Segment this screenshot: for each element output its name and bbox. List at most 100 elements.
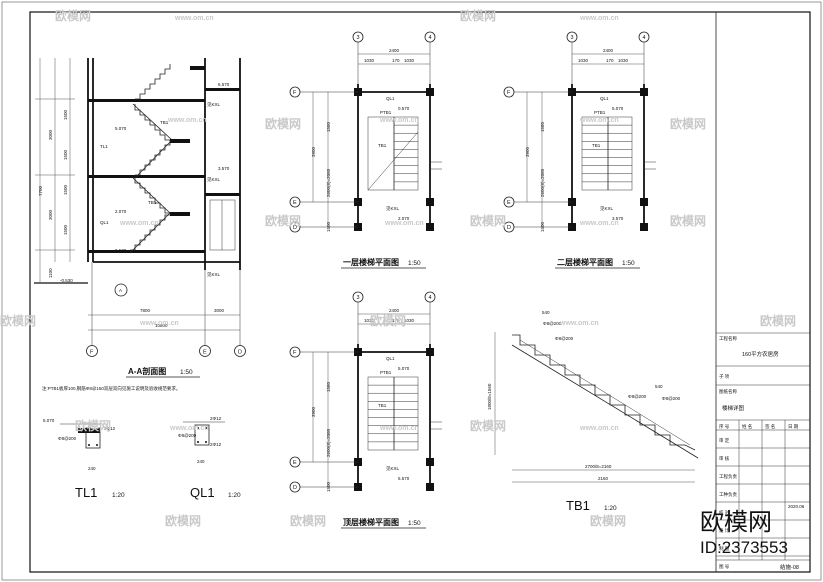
ql1-floor1: QL1 (386, 96, 395, 101)
dim-7800: 7800 (140, 308, 151, 313)
floor1-scale: 1:50 (408, 260, 421, 267)
wm-url-11: www.om.cn (379, 425, 419, 432)
wm-url-6: www.om.cn (384, 220, 424, 227)
tb1-run: 2700/8=2160 (585, 464, 612, 469)
tb-row-6: 制 图 (719, 545, 730, 552)
grid-gF-top: F (293, 350, 297, 356)
dim-1500-c: 1500 (63, 184, 68, 195)
grid-E-section: E (203, 350, 207, 356)
top-title: 顶层楼梯平面图 (343, 517, 399, 527)
tb1-floor2: TB1 (592, 143, 601, 148)
ql1-width: 240 (197, 459, 205, 464)
elev-3570: 3.570 (218, 166, 230, 171)
tb1-detail: 1800/8=1560 2700/8=2160 2160 540 540 Φ8@… (487, 310, 699, 513)
kxl-floor2: 见KXL (600, 206, 614, 212)
dim-2400-top: 2400 (389, 308, 400, 313)
elev-upper-floor1: 0.570 (398, 106, 410, 111)
tl1-title: TL1 (75, 485, 97, 500)
elev-upper-floor2: 5.070 (612, 106, 624, 111)
floor2-scale: 1:50 (622, 260, 635, 267)
dim-1030b-floor1: 1030 (404, 58, 415, 63)
dim-1580-floor2: 1580 (540, 121, 545, 132)
section-view: 7700 3000 3000 1500 1500 1500 1500 1100 … (34, 58, 246, 392)
tb-drawing-label: 图纸名称 (719, 388, 737, 395)
tb-row-1: 审 核 (719, 455, 730, 462)
dim-3900-floor2: 3900 (525, 146, 530, 157)
tl1-elev: 5.070 (43, 418, 55, 423)
grid-g4-floor2: 4 (643, 35, 646, 41)
grid-g4-top: 4 (429, 295, 432, 301)
floor2-title: 二层楼梯平面图 (557, 257, 613, 267)
grid-gD-floor1: D (293, 225, 297, 231)
tb-proj-value: 160平方农居房 (742, 350, 779, 358)
tl1-rebar: Φ8@200 (58, 436, 77, 441)
elev-lower-floor1: 2.070 (398, 216, 410, 221)
tb-col-1: 姓 名 (742, 423, 752, 430)
ql1-title: QL1 (190, 485, 215, 500)
grid-gD-floor2: D (507, 225, 511, 231)
grid-D-section: D (238, 350, 242, 356)
dim-1100: 1100 (48, 268, 53, 278)
wm-brand-0: 欧模网 (55, 8, 91, 23)
floor1-title: 一层楼梯平面图 (343, 257, 399, 267)
tb1-rebar-b: Φ8@200 (555, 336, 574, 341)
watermark-layer: 欧模网欧模网欧模网欧模网欧模网欧模网欧模网欧模网欧模网欧模网欧模网欧模网欧模网欧… (0, 8, 796, 528)
dim-2400-floor2: 2400 (603, 48, 614, 53)
dim-3000-b: 3000 (48, 209, 53, 220)
wm-brand-14: 欧模网 (470, 213, 506, 228)
dim-1580-top: 1580 (326, 381, 331, 392)
section-mark: A (119, 288, 122, 293)
ql1-floor2: QL1 (600, 96, 609, 101)
tl1-label-section: TL1 (100, 144, 108, 149)
ql1-detail: 2Φ12 Φ8@200 2Φ12 240 QL1 1:20 (178, 416, 241, 500)
tb-col-3: 日 期 (788, 424, 799, 430)
ptb1-floor2: PTB1 (594, 110, 606, 115)
dim-3900-floor1: 3900 (311, 146, 316, 157)
wm-url-0: www.om.cn (174, 15, 214, 22)
ql1-rebar: Φ8@200 (178, 433, 197, 438)
dim-1500-floor1: 1500 (326, 221, 331, 232)
dim-170-floor2: 170 (606, 58, 614, 63)
elev-lower-top: 6.570 (398, 476, 410, 481)
title-block: 工程名称 160平方农居房 子 项 图纸名称 楼梯详图 序 号姓 名签 名日 期… (715, 12, 810, 572)
wm-brand-6: 欧模网 (760, 313, 796, 328)
section-scale: 1:50 (180, 369, 193, 376)
elev-5070: 5.070 (115, 126, 127, 131)
tb-sub-label: 子 项 (719, 373, 730, 380)
grid-gE-top: E (293, 460, 297, 466)
ql1-top: QL1 (386, 356, 395, 361)
tb1-floor1: TB1 (378, 143, 387, 148)
tb-row-5: 设 计 (719, 527, 730, 534)
grid-g3-top: 3 (357, 295, 360, 301)
kxl-label-b: 见KXL (207, 177, 221, 183)
wm-url-5: www.om.cn (119, 220, 159, 227)
tl1-width: 240 (88, 466, 96, 471)
dim-2600-top: 2600(8)=2080 (326, 428, 331, 457)
wm-url-3: www.om.cn (379, 117, 419, 124)
wm-url-9: www.om.cn (559, 320, 599, 327)
kxl-label-a: 见KXL (207, 102, 221, 108)
wm-brand-9: 欧模网 (670, 116, 706, 131)
grid-gE-floor2: E (507, 200, 511, 206)
wm-url-2: www.om.cn (167, 117, 207, 124)
kxl-floor1: 见KXL (386, 206, 400, 212)
tl1-top-rebar: 2Φ12 (104, 426, 116, 431)
dim-1500-b: 1500 (63, 149, 68, 160)
watermark-big: 欧模网 (700, 509, 772, 536)
tb1-rebar-d: Φ8@200 (662, 396, 681, 401)
tb1-label-section: TB1 (148, 200, 157, 205)
inner-frame (29, 11, 811, 573)
tb-col-0: 序 号 (719, 423, 730, 430)
dim-1500-floor2: 1500 (540, 221, 545, 232)
wm-url-7: www.om.cn (579, 220, 619, 227)
grid-gF-floor1: F (293, 90, 297, 96)
dim-1030a-top: 1030 (364, 318, 375, 323)
tl1-scale: 1:20 (112, 492, 125, 499)
section-title: A-A剖面图 (128, 366, 166, 376)
tb1-total: 2160 (598, 476, 609, 481)
tb1-title: TB1 (566, 498, 590, 513)
dim-10800: 10800 (155, 323, 168, 328)
wm-brand-13: 欧模网 (290, 513, 326, 528)
